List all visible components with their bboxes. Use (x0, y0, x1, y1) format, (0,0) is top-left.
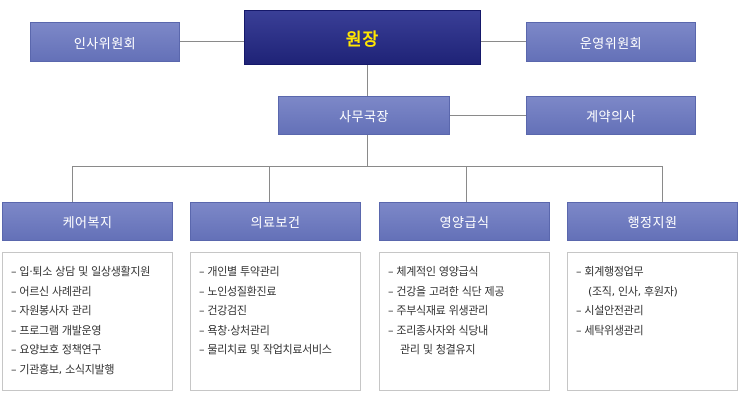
dept-care-welfare-duties: – 입·퇴소 상담 및 일상생활지원 – 어르신 사례관리 – 자원봉사자 관리… (2, 252, 173, 391)
duty-item: – 개인별 투약관리 (199, 265, 280, 278)
dept-nutrition-duties: – 체계적인 영양급식 – 건강을 고려한 식단 제공 – 주부식재료 위생관리… (379, 252, 550, 391)
secretary-general-box: 사무국장 (278, 96, 450, 135)
contract-doctor-box: 계약의사 (526, 96, 696, 135)
connector-drop-care (72, 166, 73, 202)
operations-committee-box: 운영위원회 (526, 22, 696, 62)
operations-committee-label: 운영위원회 (579, 36, 643, 52)
connector-drop-admin (662, 166, 663, 202)
connector-secretary-down (367, 135, 368, 166)
personnel-committee-box: 인사위원회 (30, 22, 180, 62)
duty-item: – 주부식재료 위생관리 (388, 304, 488, 317)
connector-drop-medical (269, 166, 270, 202)
dept-admin-support-box: 행정지원 (567, 202, 738, 241)
duty-item: – 자원봉사자 관리 (11, 304, 92, 317)
duty-list: – 입·퇴소 상담 및 일상생활지원 – 어르신 사례관리 – 자원봉사자 관리… (11, 262, 166, 379)
duty-item: – 욕창·상처관리 (199, 323, 270, 337)
connector-director-secretary (367, 64, 368, 96)
duty-item: – 어르신 사례관리 (11, 284, 92, 298)
duty-item: – 건강검진 (199, 304, 247, 317)
dept-title: 케어복지 (62, 216, 113, 231)
duty-item: – 요양보호 정책연구 (11, 343, 102, 356)
dept-medical-health-box: 의료보건 (190, 202, 361, 241)
secretary-general-label: 사무국장 (339, 110, 389, 125)
connector-horizontal-bus (72, 166, 663, 167)
dept-medical-health-duties: – 개인별 투약관리 – 노인성질환진료 – 건강검진 – 욕창·상처관리 – … (190, 252, 361, 391)
duty-item: – 세탁위생관리 (576, 323, 644, 337)
duty-item: – 노인성질환진료 (199, 284, 277, 298)
duty-item: – 시설안전관리 (576, 304, 644, 317)
duty-item: – 조리종사자와 식당내 (388, 323, 488, 337)
personnel-committee-label: 인사위원회 (73, 36, 137, 52)
dept-title: 의료보건 (250, 216, 301, 231)
contract-doctor-label: 계약의사 (586, 110, 636, 125)
director-label: 원장 (345, 30, 380, 50)
duty-item: – 회계행정업무 (576, 265, 644, 278)
connector-secretary-doctor (450, 115, 530, 116)
dept-title: 행정지원 (627, 216, 678, 231)
duty-item: – 물리치료 및 작업치료서비스 (199, 343, 332, 356)
dept-admin-support-duties: – 회계행정업무 (조직, 인사, 후원자) – 시설안전관리 – 세탁위생관리 (567, 252, 738, 391)
duty-list: – 개인별 투약관리 – 노인성질환진료 – 건강검진 – 욕창·상처관리 – … (199, 262, 354, 360)
duty-item: 관리 및 청결유지 (400, 343, 476, 356)
duty-list: – 회계행정업무 (조직, 인사, 후원자) – 시설안전관리 – 세탁위생관리 (576, 262, 731, 340)
dept-care-welfare-box: 케어복지 (2, 202, 173, 241)
duty-item: – 건강을 고려한 식단 제공 (388, 284, 505, 298)
duty-list: – 체계적인 영양급식 – 건강을 고려한 식단 제공 – 주부식재료 위생관리… (388, 262, 543, 360)
connector-drop-nutrition (466, 166, 467, 202)
duty-item: – 입·퇴소 상담 및 일상생활지원 (11, 265, 151, 278)
dept-nutrition-box: 영양급식 (379, 202, 550, 241)
duty-item: (조직, 인사, 후원자) (588, 284, 678, 298)
duty-item: – 기관홍보, 소식지발행 (11, 362, 115, 376)
director-box: 원장 (244, 10, 481, 65)
dept-title: 영양급식 (439, 216, 490, 231)
duty-item: – 프로그램 개발운영 (11, 323, 102, 337)
duty-item: – 체계적인 영양급식 (388, 265, 479, 278)
